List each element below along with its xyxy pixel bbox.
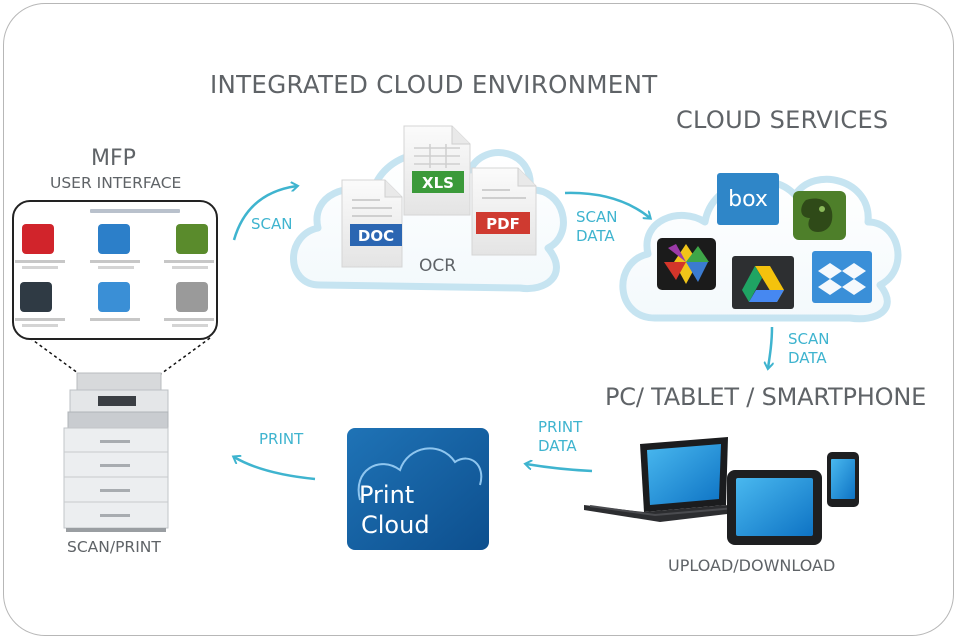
picasa-icon (657, 238, 716, 290)
scan-data-arrow (564, 191, 650, 218)
ocr-label: OCR (419, 256, 457, 276)
laptop-icon (584, 437, 744, 522)
mfp-printer-icon (63, 372, 169, 532)
print-data-label-line2: DATA (538, 437, 577, 455)
ui-print-cloud-tile[interactable] (98, 282, 130, 312)
print-data-label-line1: PRINT (538, 418, 583, 436)
scan-data-label-1-line1: SCAN (576, 208, 618, 226)
upload-download-label: UPLOAD/DOWNLOAD (668, 556, 836, 575)
evernote-icon (793, 191, 846, 240)
ui-print-tile[interactable] (22, 224, 54, 254)
diagram-frame (3, 3, 954, 636)
scan-label: SCAN (251, 215, 293, 233)
scan-data-label-2: SCAN DATA (788, 330, 829, 368)
xls-label: XLS (422, 174, 454, 192)
print-arrow (234, 457, 316, 481)
dropbox-icon (812, 251, 872, 303)
print-label: PRINT (259, 430, 304, 448)
ui-drive-tile[interactable] (20, 282, 52, 312)
scan-data-label-2-line2: DATA (788, 349, 827, 367)
smartphone-icon (827, 452, 859, 507)
box-logo-text: box (728, 187, 768, 212)
print-cloud-logo (347, 428, 489, 550)
scan-print-label: SCAN/PRINT (67, 538, 161, 556)
scan-arrow (232, 186, 297, 241)
ui-evernote-tile[interactable] (176, 224, 208, 254)
scan-data-down-arrow (768, 326, 772, 368)
mfp-ui-panel (12, 200, 218, 340)
devices-title: PC/ TABLET / SMARTPHONE (605, 383, 927, 411)
print-data-label: PRINT DATA (538, 418, 582, 456)
scan-data-label-1: SCAN DATA (576, 208, 617, 246)
ui-box-tile[interactable] (98, 224, 130, 254)
xls-file-icon (403, 125, 471, 216)
doc-file-icon (341, 179, 403, 268)
tablet-icon (727, 470, 822, 545)
mfp-subtitle: USER INTERFACE (50, 174, 182, 192)
scan-data-label-2-line1: SCAN (788, 330, 830, 348)
print-cloud-line2: Cloud (361, 511, 430, 539)
scan-data-label-1-line2: DATA (576, 227, 615, 245)
pdf-file-icon (471, 167, 537, 256)
print-cloud-line1: Print (359, 481, 414, 509)
print-data-arrow (526, 464, 593, 473)
cloud-services-title: CLOUD SERVICES (676, 106, 889, 134)
box-logo (717, 173, 779, 225)
google-drive-icon (732, 256, 794, 309)
ui-title-bar (90, 209, 180, 213)
doc-label: DOC (358, 227, 394, 245)
ui-scan-tile[interactable] (176, 282, 208, 312)
main-title: INTEGRATED CLOUD ENVIRONMENT (210, 70, 658, 99)
pdf-label: PDF (486, 215, 520, 233)
mfp-title: MFP (91, 146, 136, 171)
